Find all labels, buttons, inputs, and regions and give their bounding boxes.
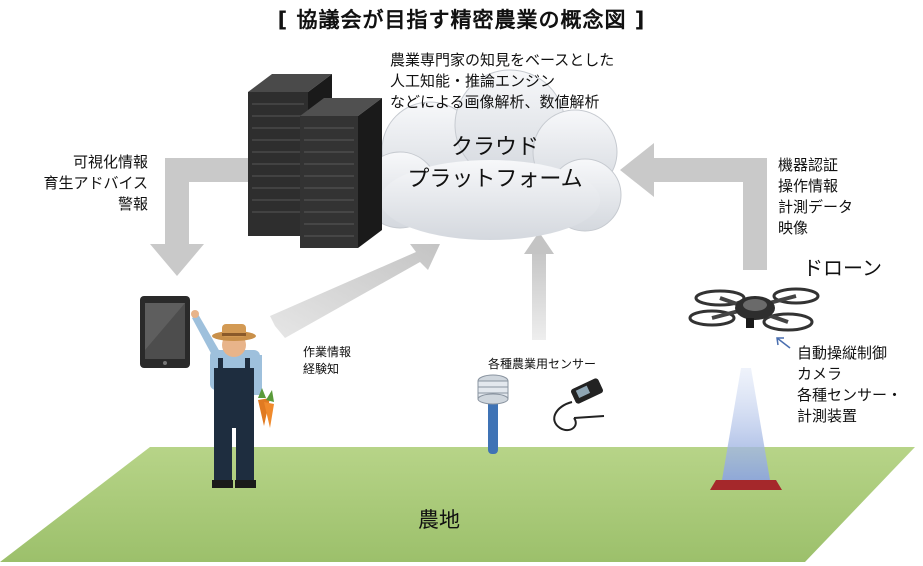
drone-features-label: 自動操縦制御 カメラ 各種センサー・ 計測装置 <box>797 343 902 427</box>
drone-callout-arrow <box>776 337 791 349</box>
drone-feature-3: 各種センサー・ <box>797 386 903 404</box>
feedback-line-2: 育生アドバイス <box>43 174 148 192</box>
feedback-line-3: 警報 <box>117 195 148 213</box>
drone-icon <box>688 287 820 332</box>
farmer-feedback-label: 可視化情報 育生アドバイス 警報 <box>20 152 148 215</box>
handheld-sensor-icon <box>553 378 605 432</box>
drone-data-line-4: 映像 <box>778 219 809 237</box>
analysis-description: 農業専門家の知見をベースとした 人工知能・推論エンジン などによる画像解析、数値… <box>390 50 614 113</box>
tablet-icon <box>140 296 190 368</box>
drone-feature-4: 計測装置 <box>797 407 858 425</box>
feedback-line-1: 可視化情報 <box>72 153 148 171</box>
work-info-line-1: 作業情報 <box>303 345 352 359</box>
work-info-line-2: 経験知 <box>303 362 340 376</box>
sensor-label: 各種農業用センサー <box>488 357 597 371</box>
cloud-label-line-2: プラットフォーム <box>407 167 583 192</box>
cloud-label: クラウド プラットフォーム <box>380 132 610 196</box>
farmer-icon <box>191 310 274 488</box>
drone-scan-beam <box>710 368 782 490</box>
drone-feature-1: 自動操縦制御 <box>797 344 888 362</box>
drone-data-line-2: 操作情報 <box>778 177 839 195</box>
analysis-line-3: などによる画像解析、数値解析 <box>390 93 600 111</box>
drone-label: ドローン <box>803 256 882 280</box>
drone-data-arrow <box>620 143 767 270</box>
drone-data-line-1: 機器認証 <box>778 156 839 174</box>
cloud-shape <box>361 69 622 240</box>
sensor-data-arrow <box>524 232 554 340</box>
page-title: [ 協議会が目指す精密農業の概念図 ] <box>277 8 646 32</box>
drone-data-line-3: 計測データ <box>778 198 854 216</box>
work-info-arrow <box>270 244 440 338</box>
work-info-label: 作業情報 経験知 <box>303 344 351 378</box>
field-label: 農地 <box>418 508 460 532</box>
analysis-line-1: 農業専門家の知見をベースとした <box>390 51 615 69</box>
analysis-line-2: 人工知能・推論エンジン <box>390 72 556 90</box>
soil-sensor-icon <box>477 374 509 454</box>
drone-data-label: 機器認証 操作情報 計測データ 映像 <box>778 155 853 239</box>
farm-field <box>0 447 915 562</box>
cloud-label-line-1: クラウド <box>450 135 539 160</box>
server-icon <box>248 74 382 248</box>
drone-feature-2: カメラ <box>797 365 843 383</box>
